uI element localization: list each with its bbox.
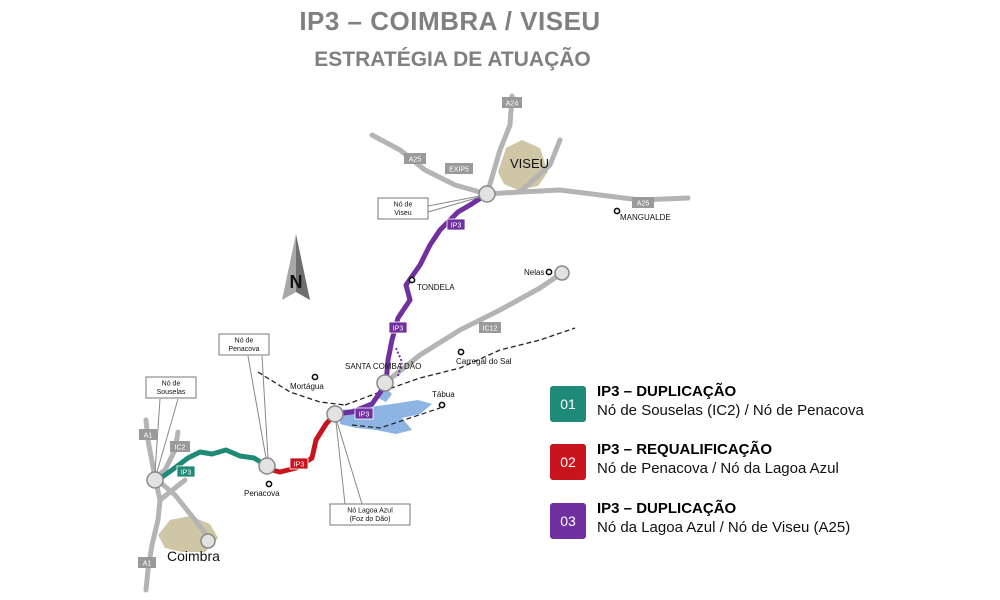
legend-title-02: IP3 – REQUALIFICAÇÃO <box>597 441 773 458</box>
shield-exip5: EXIP5 <box>445 163 473 174</box>
svg-text:IP3: IP3 <box>393 326 404 333</box>
shield-ip3-4: IP3 <box>388 321 408 334</box>
label-mangualde: MANGUALDE <box>620 213 671 222</box>
shield-ip3-5: IP3 <box>446 218 466 231</box>
callout-no-lagoa-azul: Nó Lagoa Azul (Foz do Dão) <box>329 421 411 526</box>
callout-no-de-penacova: Nó de Penacova <box>218 333 270 459</box>
legend-subtitle-02: Nó de Penacova / Nó da Lagoa Azul <box>597 460 839 477</box>
svg-text:Penacova: Penacova <box>228 346 259 353</box>
svg-text:A1: A1 <box>144 433 153 440</box>
district-boundary <box>257 327 576 406</box>
shield-a25-left: A25 <box>404 153 426 164</box>
svg-text:A24: A24 <box>506 101 519 108</box>
page-subtitle: ESTRATÉGIA DE ATUAÇÃO <box>314 48 591 71</box>
ip3-phase-3-route <box>332 191 490 417</box>
svg-text:IC2: IC2 <box>175 445 186 452</box>
shield-ip3-2: IP3 <box>289 457 309 470</box>
svg-text:Nó de: Nó de <box>235 338 254 345</box>
label-tondela: TONDELA <box>417 283 455 292</box>
north-arrow-icon: N <box>282 234 310 300</box>
legend-badge-01: 01 <box>550 386 586 422</box>
callout-no-de-souselas: Nó de Souselas <box>145 376 197 473</box>
svg-text:A1: A1 <box>143 561 152 568</box>
legend-subtitle-03: Nó da Lagoa Azul / Nó de Viseu (A25) <box>597 519 851 536</box>
legend-subtitle-01: Nó de Souselas (IC2) / Nó de Penacova <box>597 402 864 419</box>
label-mortagua: Mortágua <box>290 382 324 391</box>
shield-ic2: IC2 <box>170 441 190 452</box>
svg-text:IP3: IP3 <box>359 412 370 419</box>
label-coimbra: Coimbra <box>167 548 220 564</box>
shield-ip3-3: IP3 <box>354 407 374 420</box>
svg-text:Nó Lagoa Azul: Nó Lagoa Azul <box>347 508 393 515</box>
legend-badge-03: 03 <box>550 503 586 539</box>
town-dots <box>265 207 621 488</box>
shield-a1-top: A1 <box>139 429 157 440</box>
legend-title-03: IP3 – DUPLICAÇÃO <box>597 500 737 517</box>
junction-nodes <box>146 185 570 549</box>
svg-text:(Foz do Dão): (Foz do Dão) <box>350 516 391 523</box>
svg-text:A25: A25 <box>409 157 422 164</box>
svg-text:EXIP5: EXIP5 <box>449 167 469 174</box>
shield-ip3-1: IP3 <box>176 465 196 478</box>
north-label: N <box>290 272 303 292</box>
svg-text:IC12: IC12 <box>483 326 498 333</box>
svg-text:IP3: IP3 <box>451 223 462 230</box>
label-viseu: VISEU <box>510 156 549 171</box>
svg-text:Nó de: Nó de <box>394 202 413 209</box>
label-penacova: Penacova <box>244 489 280 498</box>
label-santa-comba-dao: SANTA COMBA DÃO <box>345 362 421 371</box>
svg-text:Souselas: Souselas <box>157 389 186 396</box>
svg-text:IP3: IP3 <box>181 470 192 477</box>
shield-a25-right: A25 <box>632 197 654 208</box>
aguieira-reservoir <box>340 386 432 434</box>
boundary-branch <box>351 407 441 429</box>
svg-text:IP3: IP3 <box>294 462 305 469</box>
legend-badge-02: 02 <box>550 444 586 480</box>
label-nelas: Nelas <box>524 268 544 277</box>
shield-a1-bottom: A1 <box>138 557 156 568</box>
svg-text:Nó de: Nó de <box>162 381 181 388</box>
label-tabua: Tábua <box>432 390 455 399</box>
svg-text:A25: A25 <box>637 201 650 208</box>
label-carregal-do-sal: Carregal do Sal <box>456 357 512 366</box>
shield-ic12: IC12 <box>479 322 501 333</box>
callout-no-de-viseu: Nó de Viseu <box>377 195 481 220</box>
page-title: IP3 – COIMBRA / VISEU <box>299 6 601 36</box>
legend-title-01: IP3 – DUPLICAÇÃO <box>597 383 737 400</box>
svg-text:Viseu: Viseu <box>394 210 411 217</box>
shield-a24: A24 <box>502 97 522 108</box>
ip3-phase-3-dotted-link <box>395 347 404 377</box>
